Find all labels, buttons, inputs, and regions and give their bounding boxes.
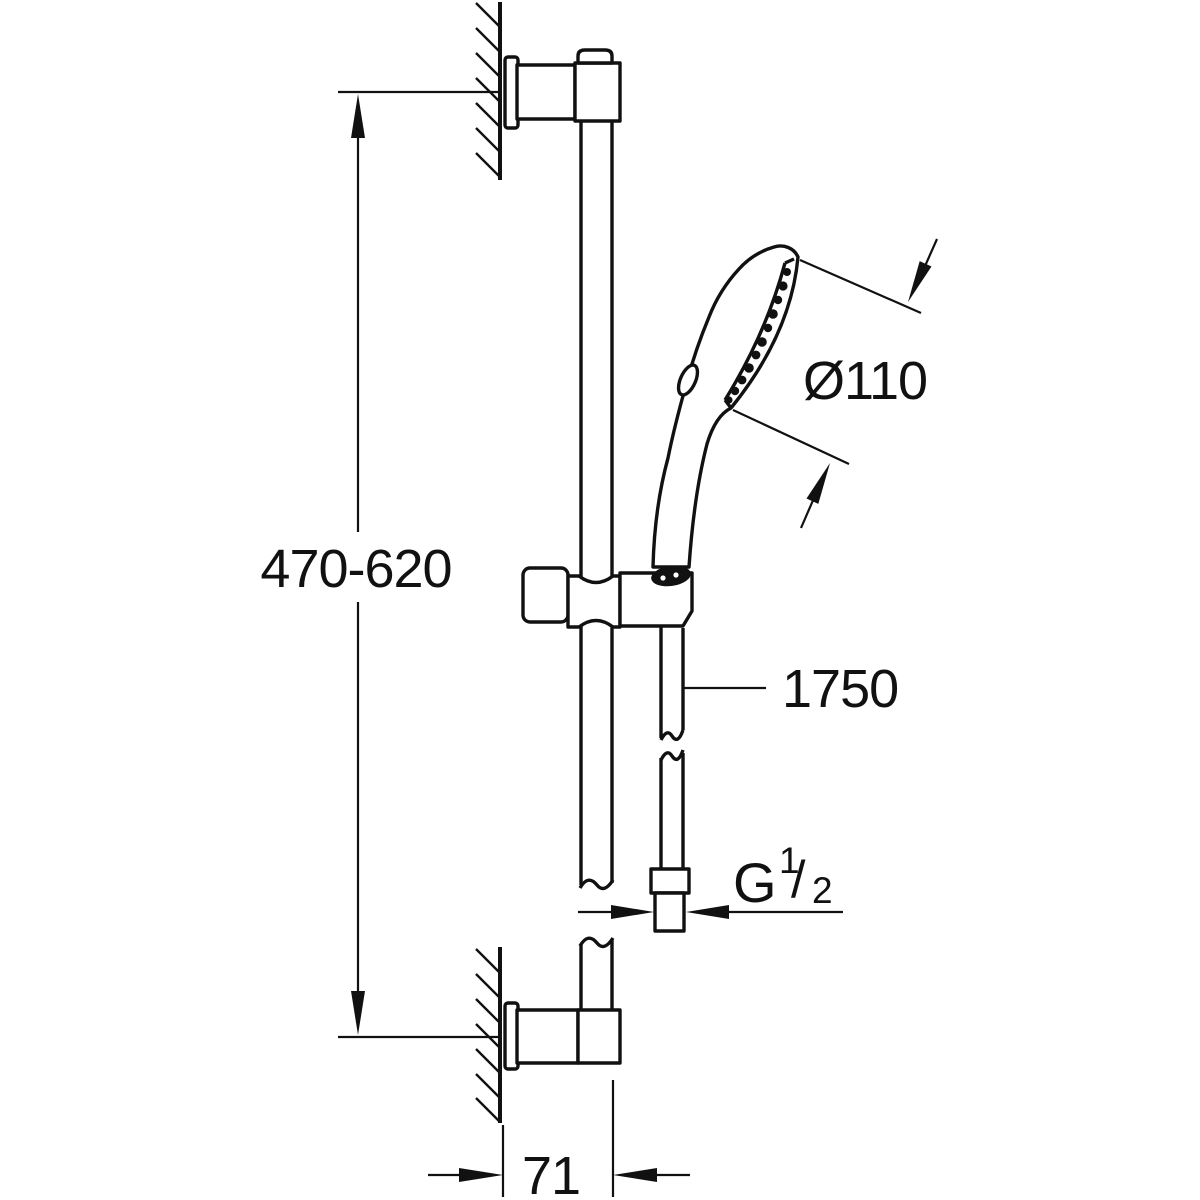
hose-break-upper (659, 729, 685, 742)
hose-break-lower (659, 749, 685, 762)
dimension-height-range: 470-620 (260, 90, 500, 1039)
arrowhead-right (611, 905, 654, 919)
bracket-bottom-block (576, 1008, 622, 1065)
hose-length-label: 1750 (782, 659, 898, 719)
arrowhead-lower (806, 463, 830, 504)
arrowhead-left (613, 1168, 657, 1182)
arrowhead-up (351, 94, 365, 138)
holder-rail-clamp (566, 574, 622, 629)
spray-nozzle-dots (725, 268, 791, 404)
wall-hatching-bottom (475, 948, 501, 1123)
dimension-wall-offset: 71 (428, 1080, 690, 1200)
wall-bracket-top (503, 48, 622, 130)
hose-coupling-nut (649, 867, 691, 895)
holder-knob (521, 566, 570, 624)
wall-hatching-top (475, 2, 501, 178)
slide-rail (578, 121, 615, 1011)
rail-end-cap (576, 48, 614, 65)
arrowhead-down (351, 991, 365, 1035)
head-diameter-label: Ø110 (803, 351, 927, 411)
shower-hose (649, 626, 691, 933)
arrowhead-right (459, 1168, 503, 1182)
arrowhead-upper (908, 261, 932, 302)
height-range-label: 470-620 (260, 539, 451, 599)
handle-inlet (651, 565, 691, 587)
dimension-head-diameter: Ø110 (732, 238, 939, 529)
bracket-top-body (515, 63, 577, 121)
rail-break-lower (578, 936, 615, 949)
wall-offset-label: 71 (522, 1146, 580, 1200)
spray-face-inner-edge (723, 262, 787, 401)
fraction-slash: / (791, 851, 806, 909)
hose-thread-tail (653, 891, 686, 933)
bracket-bottom-body (515, 1008, 580, 1065)
dimension-thread: G 1 / 2 (578, 840, 843, 919)
thread-denominator-label: 2 (812, 870, 832, 911)
wall-bracket-bottom (503, 1001, 622, 1071)
slider-holder (521, 566, 694, 629)
rail-break-upper (578, 878, 615, 891)
wall-section-bottom (475, 947, 502, 1123)
thread-prefix-label: G (733, 851, 776, 914)
arrowhead-left (686, 905, 729, 919)
spray-mode-button (676, 363, 700, 397)
hand-shower (651, 244, 800, 587)
thread-numerator-label: 1 (779, 840, 799, 881)
bracket-top-block (573, 61, 622, 123)
dimension-hose-length: 1750 (684, 659, 899, 719)
